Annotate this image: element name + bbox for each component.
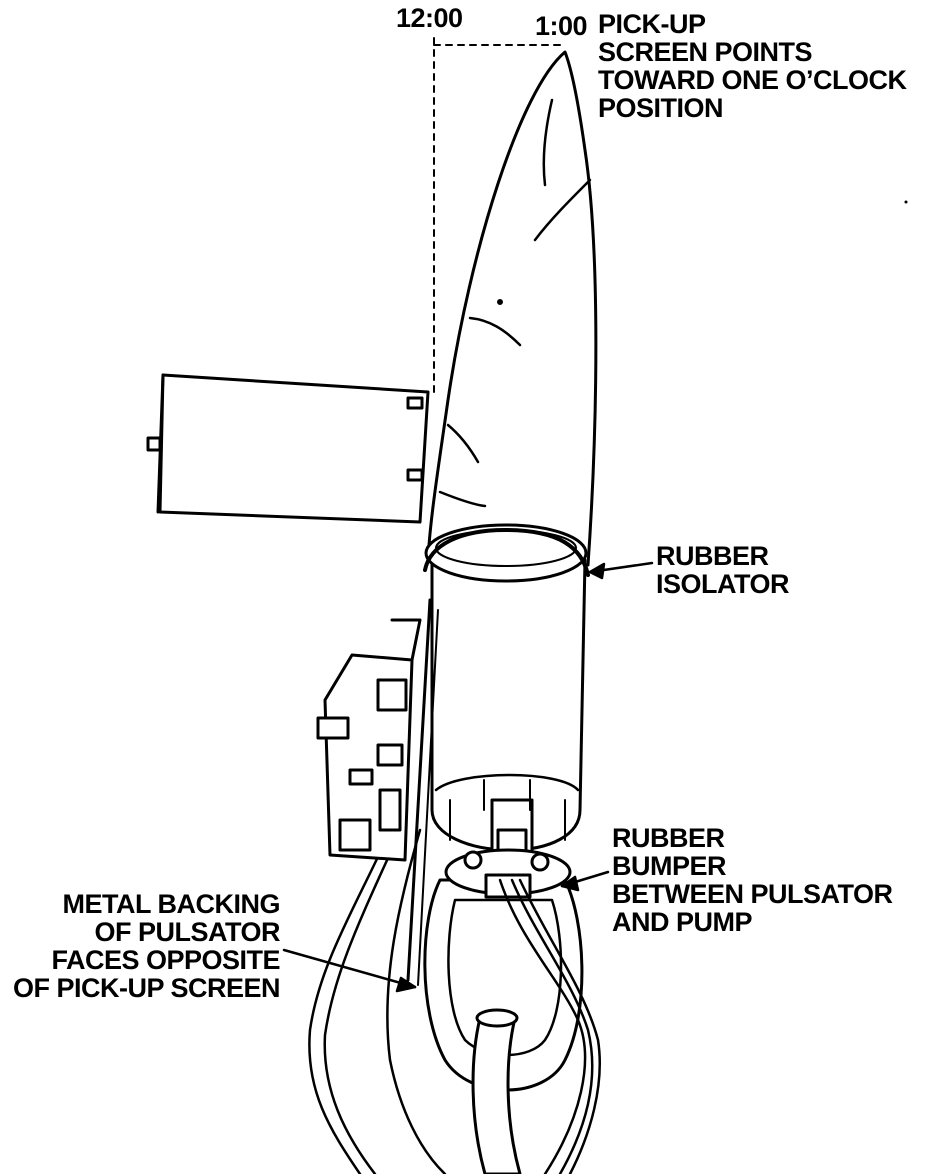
outlet-hose — [471, 1008, 522, 1174]
clock-reference-lines — [433, 37, 566, 396]
label-line: AND PUMP — [612, 907, 753, 937]
pickup-screen — [426, 50, 598, 567]
metal-backing-strip — [406, 598, 439, 986]
pulsator — [423, 848, 584, 1092]
label-line: SCREEN POINTS — [598, 37, 813, 67]
label-line: OF PICK-UP SCREEN — [12, 973, 281, 1003]
fuel-pump — [424, 523, 588, 862]
label-line: BUMPER — [612, 851, 727, 881]
wiring-harness — [308, 818, 601, 1174]
label-line: TOWARD ONE O’CLOCK — [598, 65, 907, 95]
label-line: METAL BACKING — [62, 889, 281, 919]
label-line: PICK-UP — [598, 9, 706, 39]
leader-arrows — [282, 561, 654, 993]
label-line: OF PULSATOR — [94, 917, 280, 947]
clock-12-label: 12:00 — [396, 3, 463, 33]
sender-connector — [316, 618, 422, 862]
label-line: RUBBER — [612, 823, 725, 853]
label-line: POSITION — [598, 93, 724, 123]
label-line: ISOLATOR — [656, 569, 790, 599]
pickup-screen-label: PICK-UP SCREEN POINTS TOWARD ONE O’CLOCK… — [598, 10, 907, 122]
label-line: BETWEEN PULSATOR — [612, 879, 893, 909]
rubber-bumper-label: RUBBER BUMPER BETWEEN PULSATOR AND PUMP — [612, 824, 893, 936]
label-line: RUBBER — [656, 541, 769, 571]
metal-backing-label: METAL BACKING OF PULSATOR FACES OPPOSITE… — [12, 889, 281, 1003]
reservoir-bracket — [146, 373, 430, 524]
rubber-isolator — [423, 528, 590, 577]
rubber-isolator-label: RUBBER ISOLATOR — [656, 541, 790, 599]
clock-1-label: 1:00 — [535, 11, 588, 41]
label-line: FACES OPPOSITE — [51, 945, 280, 975]
